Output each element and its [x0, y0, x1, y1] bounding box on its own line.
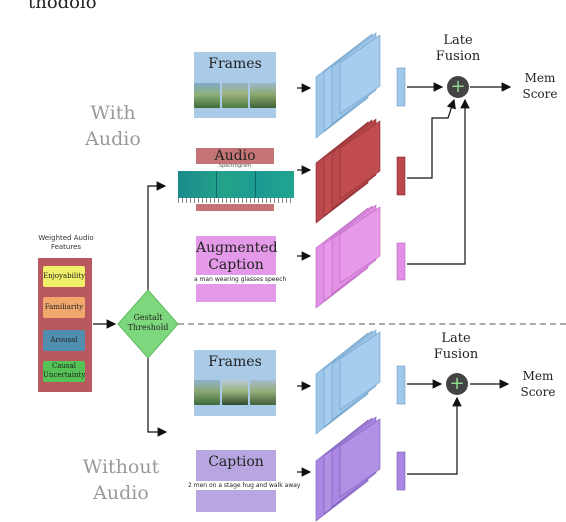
video-frame-2	[222, 83, 248, 108]
spectrogram-ticks	[178, 198, 294, 203]
fusion-plus-bottom: +	[446, 373, 468, 395]
without-audio-line-2: Audio	[93, 482, 149, 504]
late-fusion-top-line-1: Late	[443, 33, 473, 48]
gestalt-line-1: Gestalt	[133, 313, 163, 322]
video-frame-1	[194, 83, 220, 108]
wa-title-line-2: Features	[50, 243, 82, 251]
video-frame-6	[250, 380, 276, 405]
mem-score-bottom-line-2: Score	[520, 385, 556, 399]
gestalt-line-2: Threshold	[127, 323, 169, 332]
video-frame-3	[250, 83, 276, 108]
late-fusion-bottom-line-1: Late	[441, 331, 471, 346]
mem-score-bottom: Mem Score	[514, 368, 562, 400]
with-audio-label: With Audio	[78, 100, 148, 152]
without-audio-line-1: Without	[82, 456, 160, 478]
gestalt-diamond	[117, 289, 179, 359]
mem-score-top-line-2: Score	[522, 87, 558, 101]
augmented-caption-text: a man wearing glasses speech	[191, 275, 290, 284]
mem-score-top-line-1: Mem	[524, 71, 556, 85]
feature-arousal: Arousal	[43, 330, 85, 351]
wa-title-line-1: Weighted Audio	[38, 234, 94, 242]
cut-off-title: thodolo	[28, 0, 97, 13]
section-divider	[178, 323, 566, 325]
frames-encoder-top	[315, 32, 406, 139]
frames-input-bottom: Frames	[194, 350, 276, 416]
fusion-plus-top: +	[447, 76, 469, 98]
augmented-caption-input: Augmented Caption	[196, 236, 278, 302]
weighted-audio-panel: Enjoyability Familiarity Arousal Causal …	[38, 258, 92, 392]
late-fusion-label-bottom: Late Fusion	[428, 331, 484, 363]
feature-familiarity: Familiarity	[43, 297, 85, 318]
caption-label: Caption	[208, 454, 264, 470]
feature-causal-uncertainty: Causal Uncertainty	[43, 361, 85, 382]
late-fusion-top-line-2: Fusion	[435, 49, 481, 64]
late-fusion-bottom-line-2: Fusion	[433, 347, 479, 362]
aug-caption-line-1: Augmented	[196, 240, 278, 256]
without-audio-label: Without Audio	[76, 454, 166, 506]
weighted-audio-features-title: Weighted Audio Features	[30, 234, 102, 252]
frames-label-top: Frames	[208, 56, 262, 72]
audio-spectrogram	[178, 171, 294, 198]
feature-enjoyability: Enjoyability	[43, 266, 85, 287]
with-audio-line-1: With	[90, 102, 136, 124]
video-frame-5	[222, 380, 248, 405]
audio-encoder	[315, 118, 406, 224]
arrow-gestalt-to-no-audio-branch	[147, 352, 168, 437]
gestalt-label: Gestalt Threshold	[118, 313, 178, 333]
arrow-gestalt-to-audio-branch	[147, 181, 167, 297]
audio-bar-bottom	[196, 204, 274, 211]
video-frame-4	[194, 380, 220, 405]
mem-score-top: Mem Score	[516, 70, 564, 102]
augmented-caption-encoder	[315, 204, 406, 309]
frames-input-top: Frames	[194, 52, 276, 118]
audio-label: Audio	[196, 148, 274, 164]
frames-label-bottom: Frames	[208, 354, 262, 370]
with-audio-line-2: Audio	[85, 128, 141, 150]
caption-text: 2 men on a stage hug and walk away	[185, 481, 304, 490]
aug-caption-line-2: Caption	[208, 257, 264, 273]
frames-encoder-bottom	[315, 329, 406, 435]
caption-encoder	[315, 416, 406, 522]
spectrogram-caption: Spectrogram	[218, 163, 252, 169]
mem-score-bottom-line-1: Mem	[522, 369, 554, 383]
late-fusion-label-top: Late Fusion	[430, 33, 486, 65]
